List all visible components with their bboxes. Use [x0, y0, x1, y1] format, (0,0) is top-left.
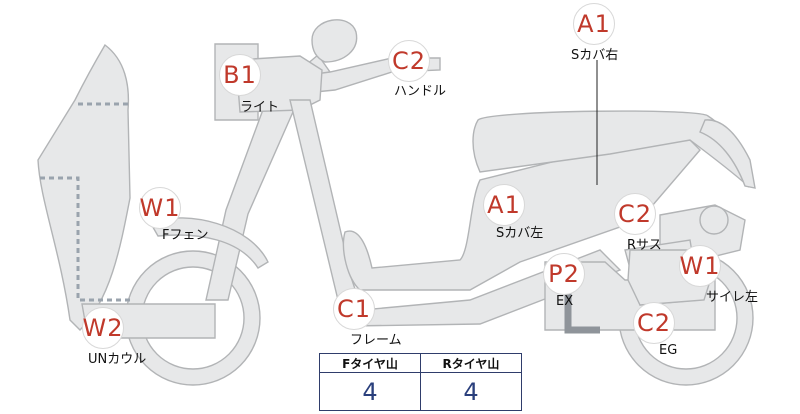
marker-front-fender[interactable]: W1 [139, 187, 181, 229]
mirror [311, 19, 358, 63]
front-fender [148, 217, 269, 269]
label-muffler-left: サイレ左 [706, 290, 759, 305]
marker-rear-suspension[interactable]: C2 [614, 193, 656, 235]
label-handlebar: ハンドル [394, 84, 447, 99]
rear-tire-header: Rタイヤ山 [420, 352, 522, 374]
marker-frame[interactable]: C1 [333, 288, 375, 330]
label-frame: フレーム [350, 333, 402, 348]
rear-tire-value: 4 [420, 372, 522, 411]
label-side-cover-left: Sカバ左 [496, 226, 544, 241]
marker-exhaust[interactable]: P2 [543, 253, 585, 295]
marker-headlight[interactable]: B1 [219, 54, 261, 96]
exhaust-pipe [564, 292, 600, 334]
marker-side-cover-left[interactable]: A1 [483, 184, 525, 226]
label-under-cowl: UNカウル [88, 352, 147, 367]
label-front-fender: Fフェン [162, 228, 209, 243]
marker-muffler-left[interactable]: W1 [679, 245, 721, 287]
front-fork [205, 95, 302, 301]
label-exhaust: EX [556, 294, 574, 309]
marker-side-cover-right[interactable]: A1 [573, 3, 615, 45]
label-rear-suspension: Rサス [627, 238, 662, 253]
marker-engine[interactable]: C2 [633, 302, 675, 344]
label-headlight: ライト [240, 100, 280, 115]
front-tire-value: 4 [319, 372, 421, 411]
tire-tread-table: Fタイヤ山 Rタイヤ山 4 4 [319, 352, 522, 411]
tire-table-value-row: 4 4 [319, 372, 522, 411]
label-engine: EG [659, 343, 678, 358]
leg-shield [37, 43, 131, 331]
tail [699, 119, 756, 189]
label-side-cover-right: Sカバ右 [571, 48, 619, 63]
marker-under-cowl[interactable]: W2 [82, 307, 124, 349]
tire-table-header-row: Fタイヤ山 Rタイヤ山 [319, 352, 522, 374]
front-tire-header: Fタイヤ山 [319, 352, 421, 374]
marker-handlebar[interactable]: C2 [388, 40, 430, 82]
